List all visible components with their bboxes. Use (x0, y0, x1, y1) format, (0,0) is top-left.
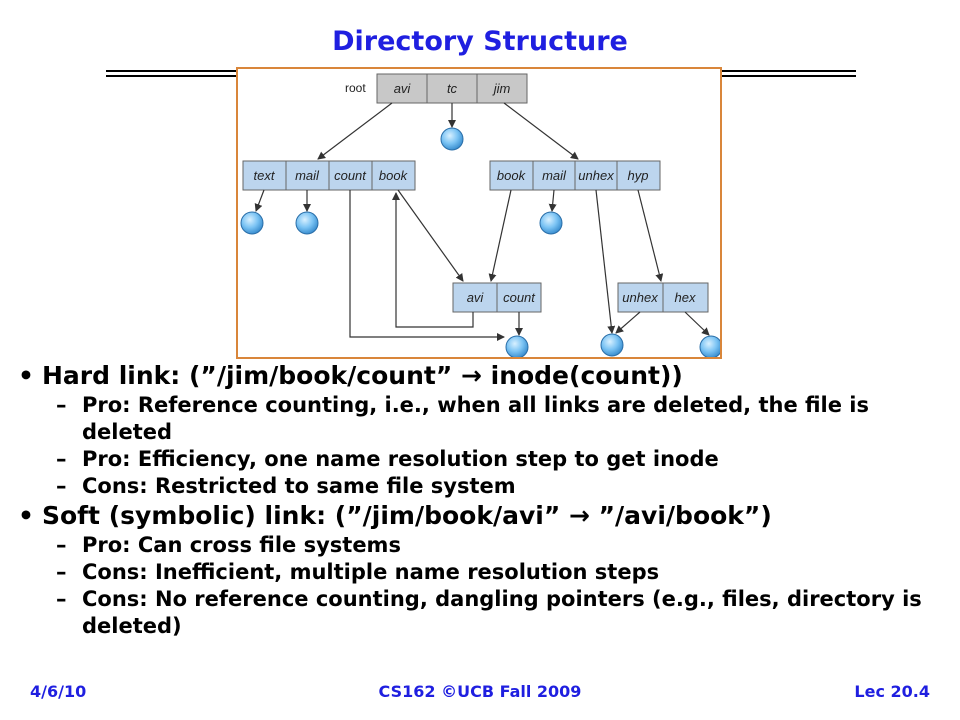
bullet-dot: • (18, 361, 34, 390)
root-directory: avi tc jim (376, 73, 528, 104)
sub-bullet-text: Cons: Inefficient, multiple name resolut… (82, 560, 660, 584)
right-entry-mail: mail (542, 168, 567, 183)
sub-bullet: – Pro: Efficiency, one name resolution s… (38, 446, 948, 473)
root-entry-jim: jim (492, 81, 511, 96)
book-entry-count: count (503, 290, 536, 305)
right-entry-hyp: hyp (628, 168, 649, 183)
bullet-dash: – (56, 393, 67, 417)
jim-home-directory: book mail unhex hyp (489, 160, 661, 191)
right-entry-unhex: unhex (578, 168, 614, 183)
sub-bullet: – Cons: Inefficient, multiple name resol… (38, 559, 948, 586)
bullet-soft-link: • Soft (symbolic) link: (”/jim/book/avi”… (18, 500, 948, 532)
directory-diagram: root avi tc jim text mail count book (236, 67, 722, 359)
sub-bullet: – Cons: No reference counting, dangling … (38, 586, 948, 640)
bullet-hard-link: • Hard link: (”/jim/book/count” → inode(… (18, 360, 948, 392)
right-entry-book: book (497, 168, 527, 183)
sub-bullet: – Cons: Restricted to same file system (38, 473, 948, 500)
footer-lecture: Lec 20.4 (854, 682, 930, 701)
bullet-dash: – (56, 587, 67, 611)
left-entry-count: count (334, 168, 367, 183)
sub-bullet-text: Cons: Restricted to same file system (82, 474, 516, 498)
file-nodes (240, 127, 720, 357)
bullet-dash: – (56, 560, 67, 584)
left-entry-book: book (379, 168, 409, 183)
file-node-hex (699, 335, 720, 357)
sub-bullet-text: Pro: Can cross file systems (82, 533, 401, 557)
sub-bullet-text: Cons: No reference counting, dangling po… (82, 587, 922, 638)
hyp-entry-unhex: unhex (622, 290, 658, 305)
sub-bullet: – Pro: Can cross file systems (38, 532, 948, 559)
root-entry-avi: avi (394, 81, 412, 96)
footer-date: 4/6/10 (30, 682, 87, 701)
slide-title: Directory Structure (332, 26, 628, 57)
bullet-dot: • (18, 501, 34, 530)
file-node-mail (295, 211, 319, 235)
root-entry-tc: tc (447, 81, 458, 96)
left-entry-mail: mail (295, 168, 320, 183)
directory-graph: root avi tc jim text mail count book (240, 73, 720, 357)
file-node-count (505, 335, 529, 357)
file-node-text (240, 211, 264, 235)
left-entry-text: text (254, 168, 276, 183)
root-label: root (345, 81, 366, 95)
book-directory: avi count (452, 282, 542, 313)
bullet-dash: – (56, 447, 67, 471)
bullet-list: • Hard link: (”/jim/book/count” → inode(… (18, 360, 948, 640)
footer-course: CS162 ©UCB Fall 2009 (378, 682, 582, 701)
book-entry-avi: avi (467, 290, 485, 305)
directory-edges (254, 102, 710, 341)
hyp-directory: unhex hex (617, 282, 709, 313)
sub-bullet-text: Pro: Reference counting, i.e., when all … (82, 393, 870, 444)
file-node-jim-mail (539, 211, 563, 235)
bullet-dash: – (56, 474, 67, 498)
hyp-entry-hex: hex (675, 290, 696, 305)
bullet-text: Soft (symbolic) link: (”/jim/book/avi” →… (42, 501, 772, 530)
file-node-unhex (600, 333, 624, 357)
bullet-text: Hard link: (”/jim/book/count” → inode(co… (42, 361, 683, 390)
avi-home-directory: text mail count book (242, 160, 416, 191)
bullet-dash: – (56, 533, 67, 557)
sub-bullet-text: Pro: Efficiency, one name resolution ste… (82, 447, 719, 471)
file-node-tc (440, 127, 464, 151)
sub-bullet: – Pro: Reference counting, i.e., when al… (38, 392, 948, 446)
